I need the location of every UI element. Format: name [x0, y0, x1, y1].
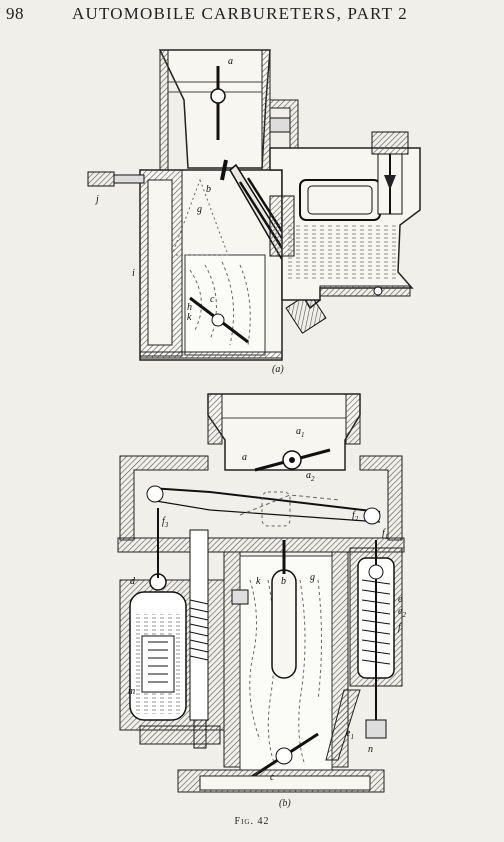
label-f-fig-b: f: [398, 622, 402, 633]
label-c-fig-a: c: [210, 294, 215, 305]
label-b-fig-a: b: [206, 184, 211, 195]
label-f3-fig-b: f3: [162, 516, 169, 529]
label-d-fig-b: d: [130, 576, 136, 587]
label-c-fig-b: c: [270, 772, 275, 783]
label-a1-fig-b: a1: [296, 426, 305, 439]
panel-label-b: (b): [279, 798, 291, 809]
panel-label-a: (a): [272, 364, 284, 375]
page-number: 98: [6, 4, 24, 23]
label-e-fig-b: e: [398, 594, 403, 605]
figure-caption: Fig. 42: [234, 816, 270, 827]
running-title: AUTOMOBILE CARBURETERS, PART 2: [72, 4, 408, 23]
label-f2-fig-b: f2: [352, 510, 359, 523]
label-g-fig-b: g: [310, 572, 315, 583]
page-header: 98 AUTOMOBILE CARBURETERS, PART 2: [0, 0, 504, 28]
label-k-fig-b: k: [256, 576, 261, 587]
label-a-fig-a: a: [228, 56, 233, 67]
label-e1-fig-b: e1: [346, 728, 354, 741]
label-h-fig-a: h: [187, 302, 192, 313]
label-b-fig-b: b: [281, 576, 286, 587]
carbureter-section-b: a1 a a2 f3 f2 f1 d k b g e e2 f m e1 n c…: [117, 393, 406, 809]
label-m-fig-b: m: [128, 686, 135, 697]
label-i-fig-a: i: [132, 268, 135, 279]
label-n-fig-b: n: [368, 744, 373, 755]
carbureter-section-a: a b g c h k i j (a): [87, 49, 421, 375]
label-g-fig-a: g: [197, 204, 202, 215]
label-f1-fig-b: f1: [382, 528, 388, 541]
label-a-fig-b: a: [242, 452, 247, 463]
label-e2-fig-b: e2: [398, 606, 406, 619]
label-j-fig-a: j: [94, 194, 99, 205]
label-k-fig-a: k: [187, 312, 192, 323]
label-a2-fig-b: a2: [306, 470, 315, 483]
